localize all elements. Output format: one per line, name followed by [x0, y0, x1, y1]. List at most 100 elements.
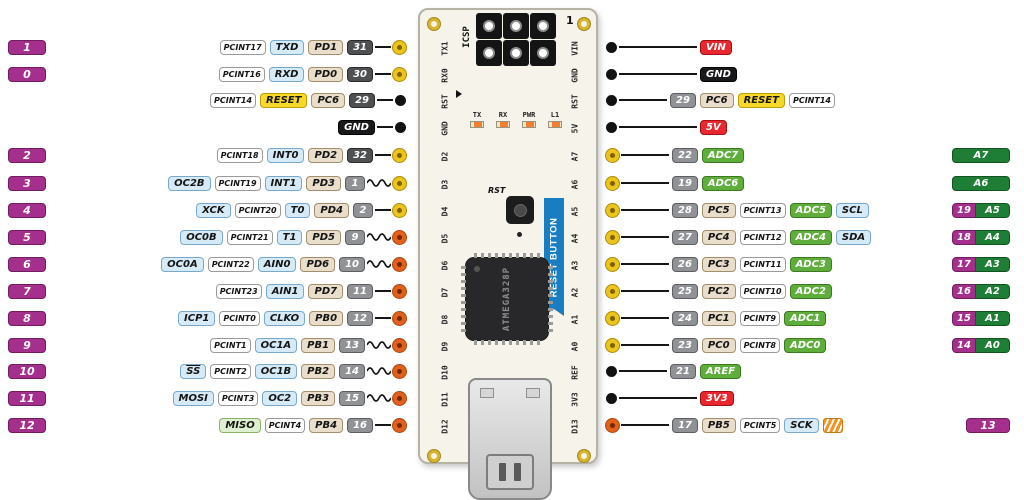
pin-row-right: 5V — [606, 118, 1010, 136]
badge-pd1: PD1 — [308, 39, 344, 55]
mounting-hole — [578, 450, 590, 462]
badge-pb5: PB5 — [701, 417, 736, 433]
analog-label-badge: A4 — [976, 229, 1010, 245]
led-chip — [470, 121, 484, 128]
board-pin-label: A6 — [570, 179, 580, 190]
badge-12: 12 — [347, 310, 373, 326]
board-pin-label: RST — [570, 94, 580, 109]
badge-29: 29 — [349, 92, 375, 108]
pin-hole-yellow — [606, 338, 619, 352]
analog-label-badge: A3 — [976, 256, 1010, 272]
status-led-label: RX — [498, 111, 508, 119]
digital-number-badge: 18 — [952, 229, 976, 245]
badge-ain0: AIN0 — [257, 256, 297, 272]
badge-pb4: PB4 — [309, 417, 344, 433]
badge-oc2b: OC2B — [168, 175, 211, 191]
badge-pd0: PD0 — [308, 66, 344, 82]
badge-30: 30 — [347, 66, 373, 82]
pin-hole-orange — [393, 364, 406, 378]
badge-reset: RESET — [737, 92, 785, 108]
board-pin-label: D7 — [440, 287, 450, 298]
usb-crimp — [480, 388, 494, 398]
pin-hole-black — [606, 68, 617, 80]
pin-hole-yellow — [606, 203, 619, 217]
badge-pc3: PC3 — [701, 256, 736, 272]
board-pin-label: D9 — [440, 341, 450, 352]
led-chip — [548, 121, 562, 128]
arduino-pin-badge: 4 — [8, 202, 46, 218]
icsp-pin — [530, 40, 556, 66]
pwm-squiggle-icon — [367, 257, 391, 271]
board-pin-label: TX1 — [440, 41, 450, 56]
badge-pcint20: PCINT20 — [234, 202, 281, 218]
board-pin-label: A5 — [570, 206, 580, 217]
badge-mosi: MOSI — [172, 390, 214, 406]
wire — [621, 344, 669, 346]
pin-hole-orange — [393, 230, 406, 244]
badge-pcint9: PCINT9 — [739, 310, 780, 326]
badge-vin: VIN — [700, 39, 732, 55]
badge-pcint21: PCINT21 — [226, 229, 273, 245]
pin-hole-yellow — [393, 67, 406, 81]
board-pin-label: A0 — [570, 341, 580, 352]
badge-pd3: PD3 — [306, 175, 341, 191]
board-pin-label: D13 — [570, 419, 580, 434]
pin-hole-orange — [393, 257, 406, 271]
badge-t1: T1 — [276, 229, 303, 245]
badge-ss: SS — [180, 363, 207, 379]
pwm-squiggle-icon — [367, 391, 391, 405]
board-pin-label: VIN — [570, 41, 580, 56]
badge-32: 32 — [347, 147, 373, 163]
pin-hole-orange — [393, 418, 406, 432]
badge-adc5: ADC5 — [789, 202, 832, 218]
badge-scl: SCL — [835, 202, 869, 218]
badge-t0: T0 — [284, 202, 311, 218]
badge-pc6: PC6 — [311, 92, 346, 108]
chip-pin1-dot — [474, 266, 480, 272]
wire — [621, 236, 669, 238]
pin-hole-black — [606, 94, 617, 106]
pin-hole-orange — [393, 284, 406, 298]
analog-label-badge: A0 — [976, 337, 1010, 353]
chip-pins — [474, 340, 540, 345]
badge-pcint1: PCINT1 — [210, 337, 251, 353]
badge-22: 22 — [672, 147, 698, 163]
led-chip — [496, 121, 510, 128]
arduino-pin-badge: 7 — [8, 283, 46, 299]
badge-24: 24 — [672, 310, 698, 326]
board-pin-label: D6 — [440, 260, 450, 271]
mcu-chip: ATMEGA328P — [461, 253, 553, 345]
mounting-hole — [428, 18, 440, 30]
badge-pc6: PC6 — [699, 92, 734, 108]
digital-number-badge: 16 — [952, 283, 976, 299]
test-point — [517, 232, 522, 237]
digital-number-badge: 15 — [952, 310, 976, 326]
arduino-pin-badge: 6 — [8, 256, 46, 272]
badge-26: 26 — [672, 256, 698, 272]
board-pin-label: 5V — [570, 123, 580, 134]
badge-pb2: PB2 — [301, 363, 336, 379]
badge-3v3: 3V3 — [700, 390, 734, 406]
wire — [375, 290, 391, 292]
badge-5v: 5V — [700, 119, 727, 135]
pin-hole-yellow — [606, 230, 619, 244]
led-icon — [822, 417, 843, 433]
badge-1: 1 — [345, 175, 365, 191]
pin-row-right: 3V3 — [606, 389, 1010, 407]
badge-clko: CLKO — [263, 310, 306, 326]
chip-pins — [548, 266, 553, 332]
